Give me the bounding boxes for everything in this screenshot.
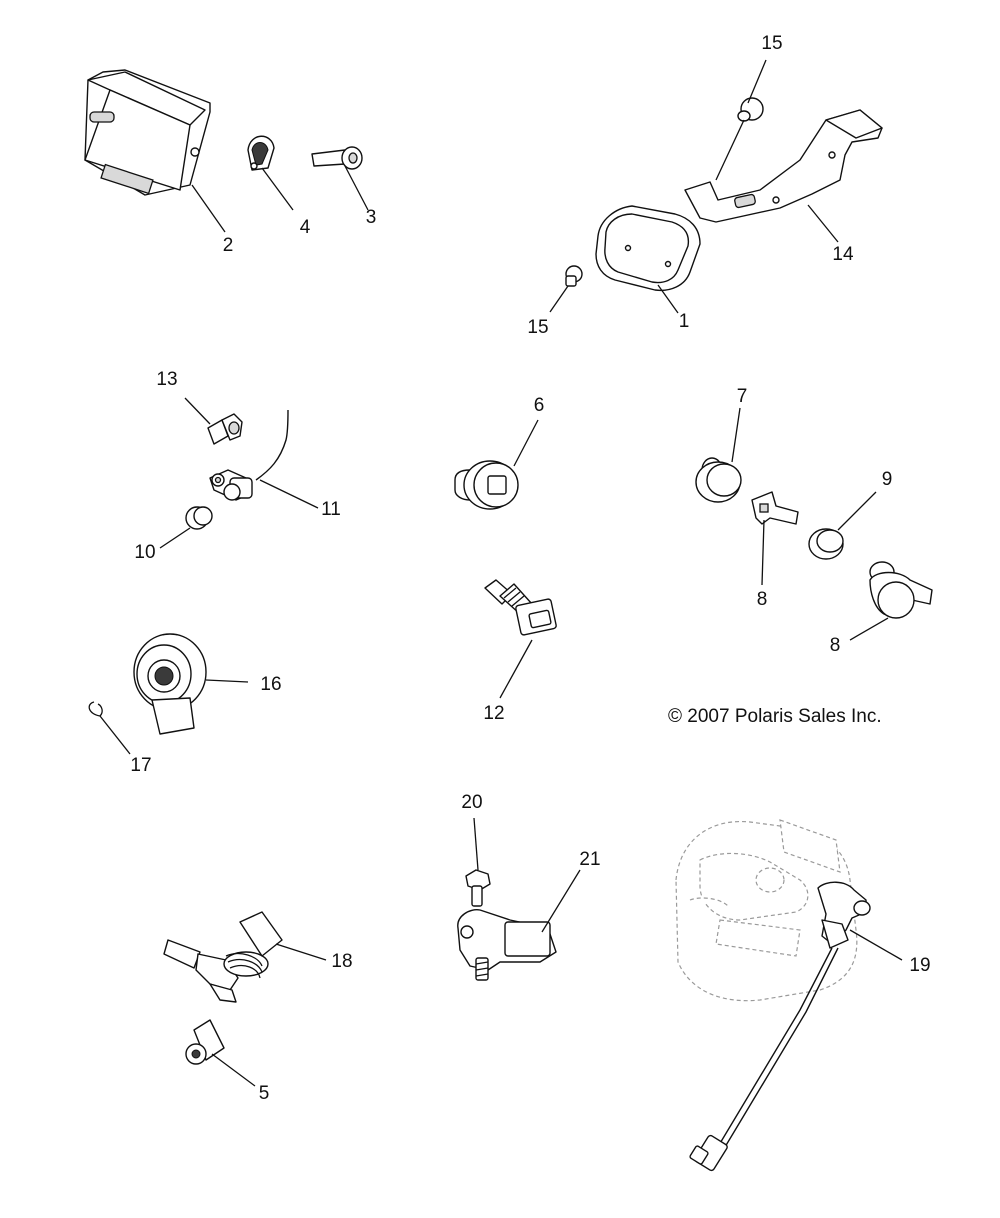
part-19-sensor-harness[interactable] bbox=[689, 881, 871, 1172]
callout-11[interactable]: 11 bbox=[321, 499, 341, 520]
leader-21 bbox=[541, 869, 581, 933]
callout-18[interactable]: 18 bbox=[331, 951, 353, 972]
part-2-ecu-module[interactable] bbox=[84, 69, 211, 196]
leader-15a-2 bbox=[715, 119, 745, 181]
callout-15-lower[interactable]: 15 bbox=[527, 317, 549, 338]
part-15a-screw[interactable] bbox=[737, 97, 764, 122]
part-9-nut[interactable] bbox=[808, 528, 844, 560]
leader-1 bbox=[657, 284, 679, 314]
leader-10 bbox=[159, 527, 191, 549]
leader-6 bbox=[513, 419, 539, 467]
part-7-grommet[interactable] bbox=[695, 457, 742, 503]
callout-2[interactable]: 2 bbox=[222, 235, 234, 256]
callout-1[interactable]: 1 bbox=[678, 311, 690, 332]
copyright-notice: © 2007 Polaris Sales Inc. bbox=[668, 706, 882, 727]
callout-3[interactable]: 3 bbox=[365, 207, 377, 228]
leader-15b bbox=[549, 285, 569, 313]
part-16-knock-sensor[interactable] bbox=[133, 633, 207, 735]
engine-ghost-outline bbox=[675, 819, 858, 1002]
leader-7 bbox=[731, 407, 741, 463]
part-8a-tab[interactable] bbox=[751, 491, 799, 525]
leader-8b bbox=[849, 617, 889, 641]
part-11-sensor[interactable] bbox=[209, 409, 289, 501]
callout-4[interactable]: 4 bbox=[299, 217, 311, 238]
callout-20[interactable]: 20 bbox=[461, 792, 483, 813]
callout-21[interactable]: 21 bbox=[579, 849, 601, 870]
leader-12 bbox=[499, 639, 533, 699]
callout-8b[interactable]: 8 bbox=[829, 635, 841, 656]
part-20-bolt[interactable] bbox=[465, 869, 491, 907]
part-6-cap[interactable] bbox=[454, 460, 519, 510]
callout-13[interactable]: 13 bbox=[156, 369, 178, 390]
part-10-plug[interactable] bbox=[185, 506, 213, 530]
leader-18 bbox=[275, 943, 327, 961]
callout-9[interactable]: 9 bbox=[881, 469, 893, 490]
leader-14 bbox=[807, 204, 839, 243]
callout-8a[interactable]: 8 bbox=[756, 589, 768, 610]
leader-5 bbox=[211, 1053, 256, 1087]
part-3-bolt[interactable] bbox=[311, 146, 363, 170]
callout-5[interactable]: 5 bbox=[258, 1083, 270, 1104]
part-5-bolt[interactable] bbox=[185, 1019, 225, 1065]
callout-15-top[interactable]: 15 bbox=[761, 33, 783, 54]
part-13-bolt[interactable] bbox=[207, 413, 243, 445]
callout-10[interactable]: 10 bbox=[134, 542, 156, 563]
callout-12[interactable]: 12 bbox=[483, 703, 505, 724]
leader-20 bbox=[473, 817, 479, 871]
part-21-map-sensor[interactable] bbox=[457, 909, 557, 981]
leader-13 bbox=[184, 397, 211, 425]
leader-3 bbox=[344, 165, 369, 211]
leader-9 bbox=[837, 491, 877, 531]
callout-7[interactable]: 7 bbox=[736, 386, 748, 407]
part-18-cam-sensor[interactable] bbox=[163, 911, 283, 1003]
callout-17[interactable]: 17 bbox=[130, 755, 152, 776]
leader-4 bbox=[261, 167, 294, 211]
leader-17 bbox=[99, 715, 131, 755]
part-8b-switch[interactable] bbox=[869, 561, 933, 619]
leader-2 bbox=[191, 184, 226, 233]
callout-6[interactable]: 6 bbox=[533, 395, 545, 416]
callout-14[interactable]: 14 bbox=[832, 244, 854, 265]
part-1-module[interactable] bbox=[595, 205, 701, 292]
part-17-clip[interactable] bbox=[88, 701, 103, 717]
part-15b-screw[interactable] bbox=[565, 265, 583, 287]
leader-8a bbox=[761, 519, 765, 586]
part-4-clamp[interactable] bbox=[247, 135, 275, 171]
callout-19[interactable]: 19 bbox=[909, 955, 931, 976]
part-14-bracket[interactable] bbox=[684, 109, 883, 223]
leader-15a bbox=[747, 59, 767, 104]
leader-11 bbox=[259, 479, 319, 509]
leader-19 bbox=[849, 929, 903, 961]
part-12-temp-sensor[interactable] bbox=[484, 579, 557, 636]
callout-16[interactable]: 16 bbox=[260, 674, 282, 695]
leader-16 bbox=[205, 679, 249, 683]
